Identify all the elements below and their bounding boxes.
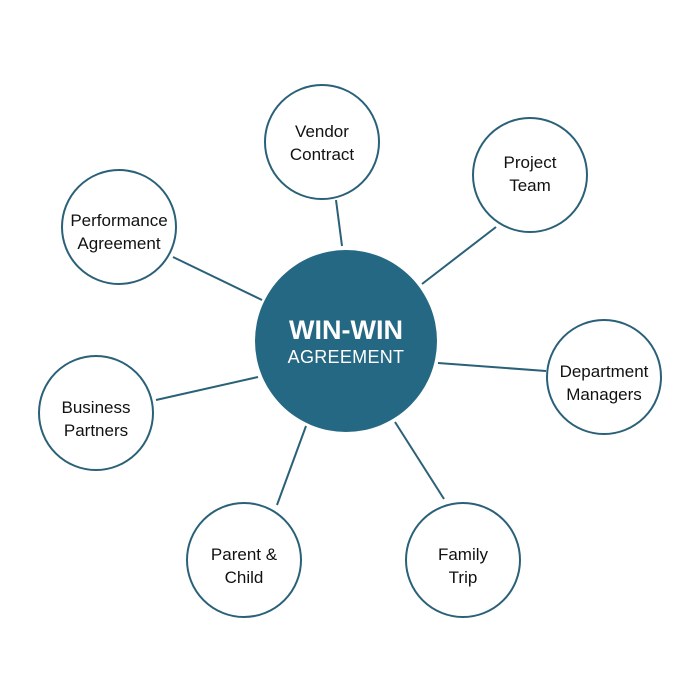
node-family-trip: Family Trip bbox=[405, 502, 521, 618]
node-label-line2: Agreement bbox=[77, 234, 160, 253]
node-circle bbox=[61, 169, 177, 285]
node-label-line1: Business bbox=[62, 398, 131, 417]
connector-parent-child bbox=[276, 425, 307, 506]
connector-performance-agreement bbox=[172, 256, 263, 301]
node-performance-agreement: Performance Agreement bbox=[61, 169, 177, 285]
hub-subtitle: AGREEMENT bbox=[288, 347, 405, 367]
connector-family-trip bbox=[394, 421, 445, 500]
node-label-line1: Family bbox=[438, 545, 489, 564]
node-parent-child: Parent & Child bbox=[186, 502, 302, 618]
node-label-line2: Child bbox=[225, 568, 264, 587]
node-label-line2: Trip bbox=[449, 568, 478, 587]
connector-project-team bbox=[421, 226, 497, 285]
node-project-team: Project Team bbox=[472, 117, 588, 233]
node-label-line2: Managers bbox=[566, 385, 642, 404]
node-circle bbox=[38, 355, 154, 471]
hub: WIN-WIN AGREEMENT bbox=[255, 250, 437, 432]
node-vendor-contract: Vendor Contract bbox=[264, 84, 380, 200]
node-circle bbox=[186, 502, 302, 618]
node-label-line1: Performance bbox=[70, 211, 167, 230]
connector-department-managers bbox=[437, 362, 547, 372]
connectors bbox=[155, 199, 547, 506]
node-label-line2: Partners bbox=[64, 421, 128, 440]
node-circle bbox=[405, 502, 521, 618]
node-label-line2: Team bbox=[509, 176, 551, 195]
node-circle bbox=[472, 117, 588, 233]
node-circle bbox=[264, 84, 380, 200]
node-label-line1: Parent & bbox=[211, 545, 278, 564]
node-label-line2: Contract bbox=[290, 145, 355, 164]
node-department-managers: Department Managers bbox=[546, 319, 662, 435]
hub-title: WIN-WIN bbox=[289, 315, 403, 345]
connector-business-partners bbox=[155, 376, 259, 401]
hub-circle bbox=[255, 250, 437, 432]
node-label-line1: Department bbox=[560, 362, 649, 381]
node-label-line1: Project bbox=[504, 153, 557, 172]
node-business-partners: Business Partners bbox=[38, 355, 154, 471]
connector-vendor-contract bbox=[335, 199, 343, 247]
node-circle bbox=[546, 319, 662, 435]
node-label-line1: Vendor bbox=[295, 122, 349, 141]
